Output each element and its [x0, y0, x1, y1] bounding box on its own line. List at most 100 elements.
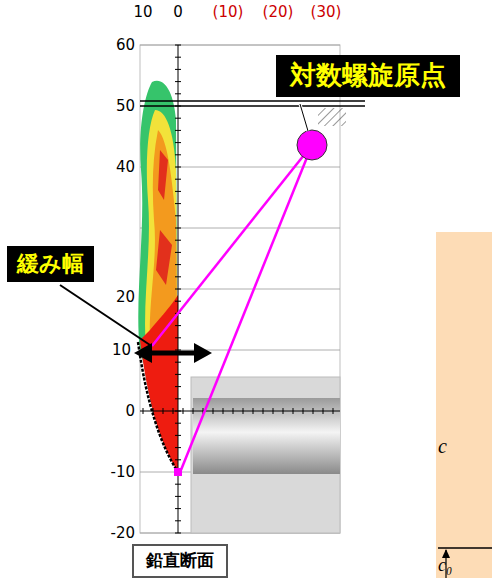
tick	[175, 240, 181, 241]
tick	[175, 325, 181, 326]
axis-label: 0	[173, 5, 183, 20]
tick	[175, 350, 181, 351]
axis-label: (20)	[263, 5, 294, 20]
tick	[175, 276, 181, 277]
axis-line	[140, 411, 340, 412]
tick	[193, 408, 194, 414]
tick	[175, 57, 181, 58]
tick	[175, 533, 181, 534]
callout-text: 対数螺旋原点	[290, 61, 446, 91]
tick	[175, 386, 181, 387]
tick	[175, 520, 181, 521]
slip-line	[138, 342, 178, 472]
tick	[263, 408, 264, 414]
side-panel	[436, 232, 492, 578]
tick	[173, 408, 174, 414]
tick	[153, 408, 154, 414]
loosening-zone	[156, 150, 172, 285]
tick	[175, 45, 181, 46]
tick	[175, 508, 181, 509]
tick	[183, 408, 184, 414]
symbol-label: c₀	[438, 556, 452, 574]
tick	[175, 411, 181, 412]
tick	[175, 118, 181, 119]
tick	[175, 167, 181, 168]
ground-line	[140, 100, 365, 102]
tick	[175, 69, 181, 70]
tick	[143, 408, 144, 414]
axis-label: 0	[125, 404, 135, 419]
grid-line	[140, 45, 340, 46]
leader-line	[300, 104, 308, 131]
tick	[175, 191, 181, 192]
axis-label: 20	[116, 290, 135, 305]
tick	[323, 408, 324, 414]
tick	[303, 408, 304, 414]
tick	[223, 408, 224, 414]
symbol-label: c	[438, 436, 447, 456]
tick	[175, 301, 181, 302]
axis-label: -10	[111, 465, 136, 480]
spiral-radius	[152, 145, 312, 346]
tick	[175, 398, 181, 399]
axis-label: 10	[112, 343, 131, 358]
tick	[175, 154, 181, 155]
axis-label: -20	[111, 526, 136, 541]
tick	[175, 337, 181, 338]
spiral-radius	[181, 145, 312, 470]
tick	[175, 93, 181, 94]
tick	[175, 130, 181, 131]
tick	[175, 435, 181, 436]
tick	[175, 423, 181, 424]
tick	[175, 289, 181, 290]
tick	[175, 447, 181, 448]
tick	[273, 408, 274, 414]
tick	[213, 408, 214, 414]
tick	[163, 408, 164, 414]
tunnel-body	[193, 398, 340, 474]
axis-label: 40	[116, 160, 135, 175]
tick	[175, 179, 181, 180]
width-arrow	[194, 343, 212, 363]
dimension-line	[438, 547, 492, 549]
axis-label: (10)	[213, 5, 244, 20]
tick	[243, 408, 244, 414]
callout-text: 緩み幅	[17, 251, 84, 276]
width-arrow	[146, 351, 202, 356]
support-hatch	[318, 108, 346, 126]
callout-text: 鉛直断面	[146, 551, 214, 571]
callout-box: 鉛直断面	[132, 544, 228, 578]
tick	[293, 408, 294, 414]
tick	[313, 408, 314, 414]
tick	[175, 81, 181, 82]
spiral-point	[174, 468, 182, 476]
tick	[175, 484, 181, 485]
leader-line	[300, 104, 308, 131]
tick	[175, 362, 181, 363]
callout-box: 緩み幅	[7, 246, 94, 281]
axis-label: 50	[116, 99, 135, 114]
callout-box: 対数螺旋原点	[276, 55, 460, 97]
axis-label: 60	[116, 38, 135, 53]
tick	[175, 264, 181, 265]
axis-label: 10	[133, 5, 152, 20]
tick	[175, 459, 181, 460]
axis-ticks	[143, 45, 333, 533]
tick	[175, 228, 181, 229]
tick	[175, 215, 181, 216]
tick	[175, 203, 181, 204]
tick	[253, 408, 254, 414]
width-arrow	[134, 343, 152, 363]
tick	[233, 408, 234, 414]
tick	[175, 142, 181, 143]
leader-line	[60, 285, 150, 345]
tick	[333, 408, 334, 414]
spiral-origin	[297, 130, 327, 160]
tick	[283, 408, 284, 414]
tick	[175, 496, 181, 497]
tick	[175, 374, 181, 375]
tick	[175, 252, 181, 253]
tunnel-outer	[191, 377, 340, 533]
axis-label: (30)	[311, 5, 342, 20]
ground-line	[140, 105, 365, 107]
